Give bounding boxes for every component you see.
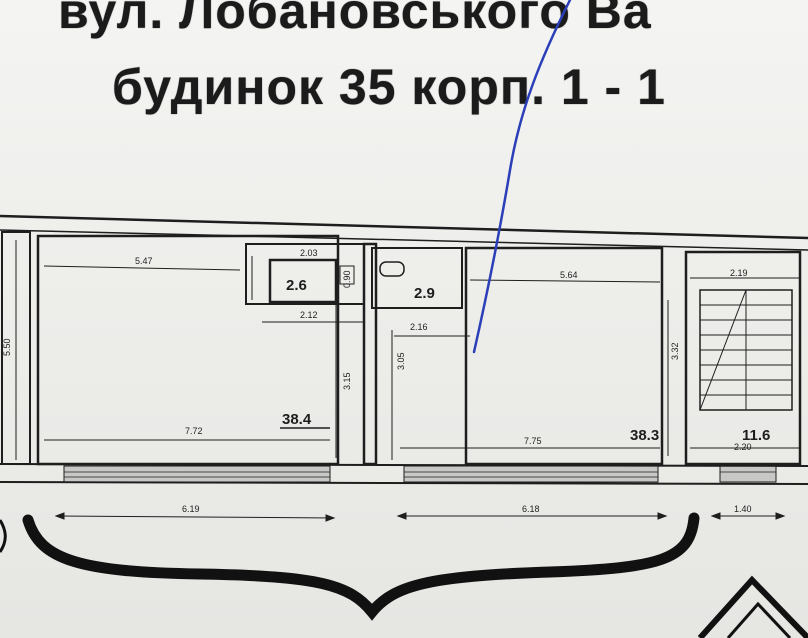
- dim-depth-left: 5.50: [2, 338, 12, 356]
- dim-room-right-depth: 3.32: [670, 342, 680, 360]
- dim-bath-left-depth: 0.90: [342, 270, 352, 288]
- bathroom-right-walls: [371, 247, 470, 460]
- dim-room-left-bottom: 7.72: [185, 426, 203, 436]
- dim-bottom-middle: 6.18: [522, 504, 540, 514]
- dim-stair-top: 2.19: [730, 268, 748, 278]
- stair-room-walls: [684, 250, 802, 466]
- area-room-right: 38.3: [630, 427, 659, 444]
- area-bathroom-right: 2.9: [414, 285, 435, 302]
- dim-bottom-right: 1.40: [734, 504, 752, 514]
- area-bathroom-left: 2.6: [286, 277, 307, 294]
- triangle-mark: [697, 575, 808, 638]
- dim-room-right-depth-inner: 3.05: [396, 352, 406, 370]
- area-room-left: 38.4: [282, 411, 312, 428]
- window-strip: [0, 463, 808, 485]
- address-title: вул. Лобановського Ва: [58, 0, 652, 39]
- center-wall: [362, 242, 378, 466]
- curly-brace-mark: [22, 512, 700, 621]
- dim-bath-left-below: 2.12: [300, 310, 318, 320]
- outer-walls: [0, 214, 808, 251]
- dim-bath-left-width: 2.03: [300, 248, 318, 258]
- dim-room-left-top: 5.47: [135, 256, 153, 266]
- dim-stair-bottom: 2.20: [734, 442, 752, 452]
- pen-stroke: [472, 0, 572, 354]
- dim-room-right-top: 5.64: [560, 270, 578, 280]
- dim-room-left-depth: 3.15: [342, 372, 352, 390]
- dim-room-right-bottom: 7.75: [524, 436, 542, 446]
- bottom-dimension-lines: [54, 512, 786, 522]
- area-stair-room: 11.6: [742, 427, 770, 444]
- building-title: будинок 35 корп. 1 - 1: [112, 59, 666, 115]
- dim-bath-right-below: 2.16: [410, 322, 428, 332]
- room-right-walls: [400, 246, 669, 466]
- dim-bottom-left: 6.19: [182, 504, 200, 514]
